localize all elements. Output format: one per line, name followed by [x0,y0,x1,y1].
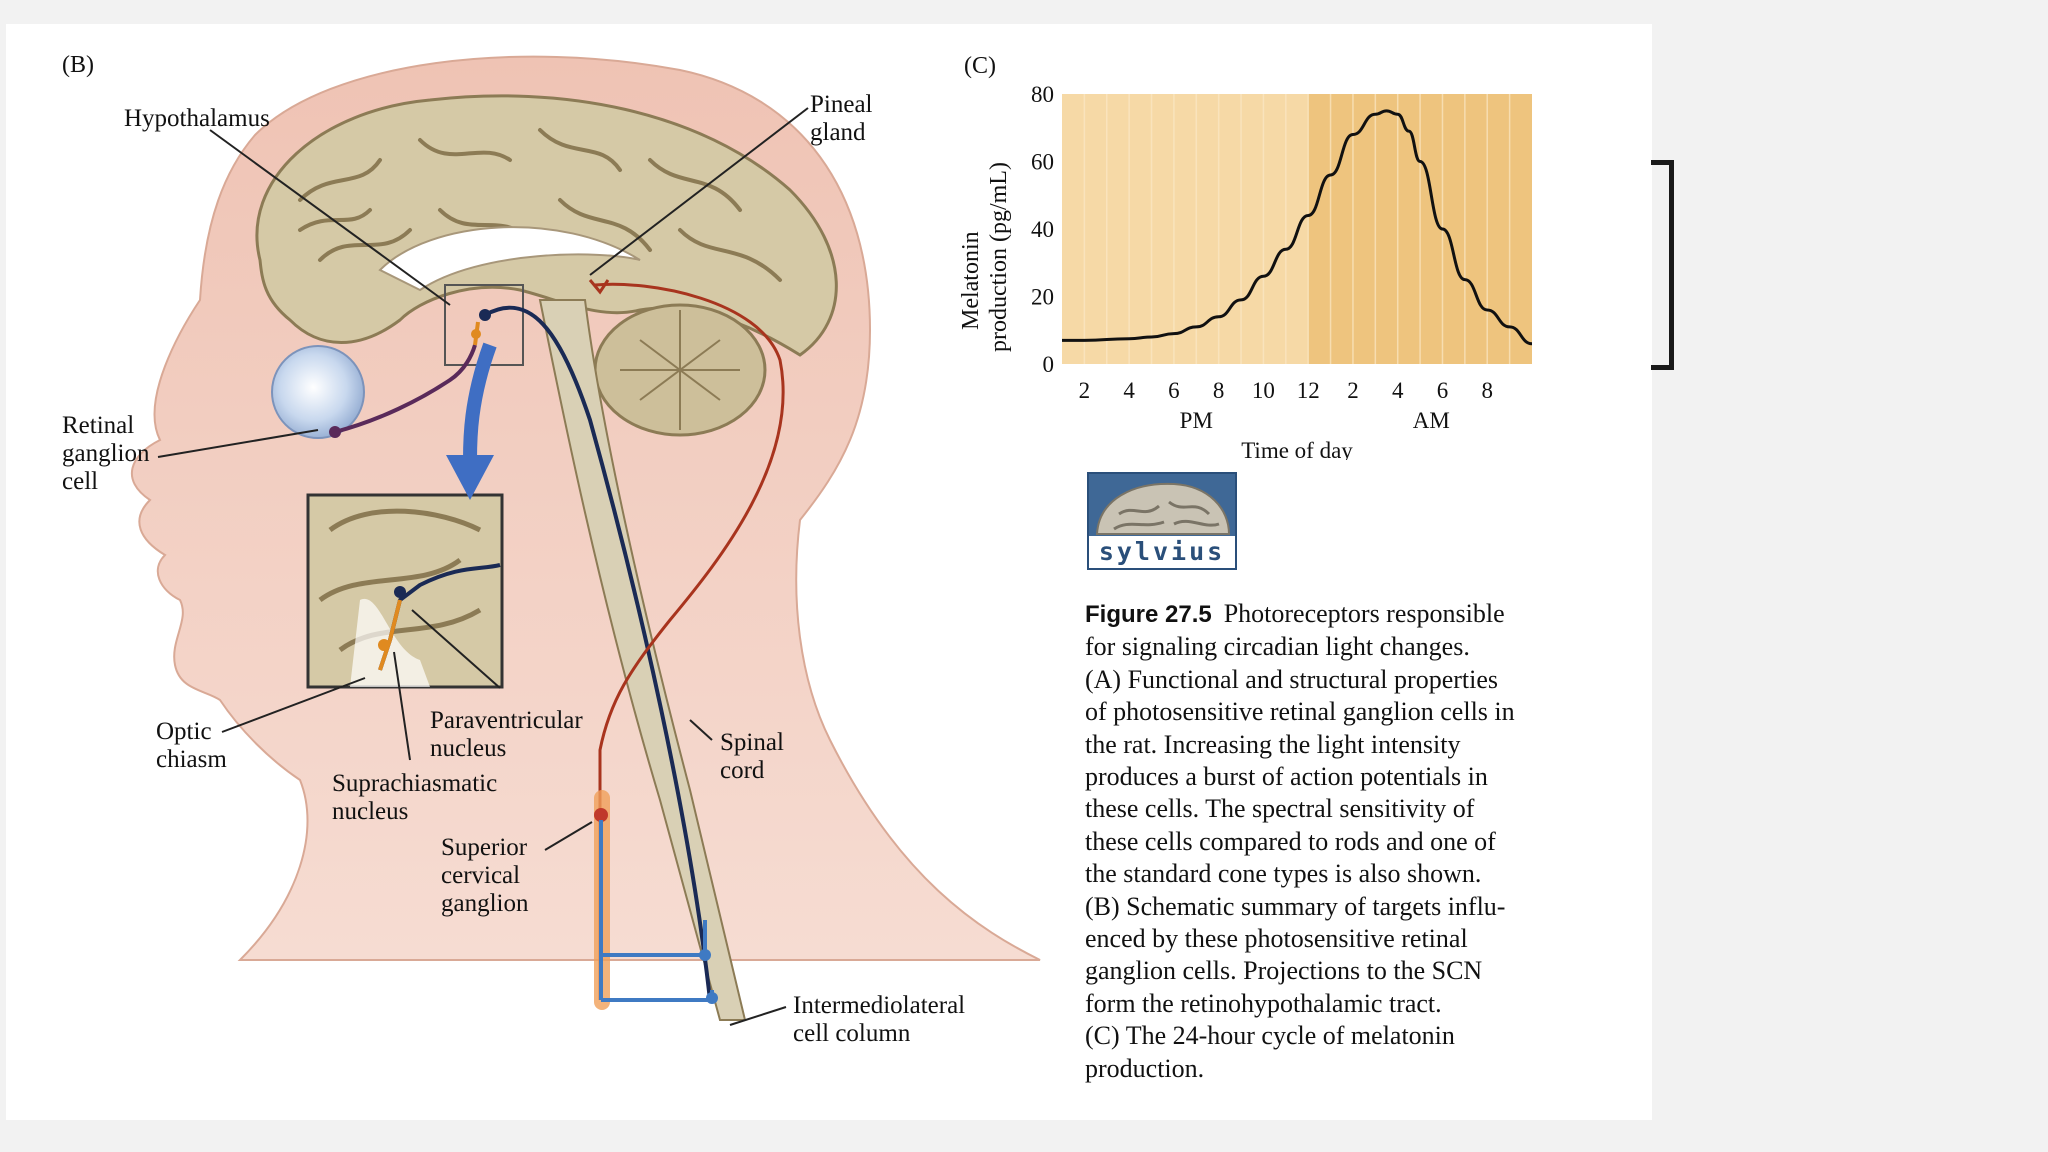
x-tick-label: 2 [1079,378,1091,403]
caption-line: (A) Functional and structural properties [1085,664,1498,694]
zoom-arrow [463,342,497,461]
figure-number: Figure 27.5 [1085,601,1212,628]
caption-line: ganglion cells. Projections to the SCN [1085,956,1483,986]
logo-brain-icon [1095,482,1231,535]
label-intermedio-1: Intermediolateral [793,992,966,1019]
x-tick-label: 12 [1297,378,1320,403]
label-suprachiasmatic-2: nucleus [332,798,409,825]
chart-ylabel-line2: production (pg/mL) [986,162,1012,352]
period-label: PM [1180,408,1213,433]
caption-line: the standard cone types is also shown. [1085,859,1482,889]
x-tick-label: 6 [1168,378,1180,403]
label-intermedio-2: cell column [793,1020,911,1047]
y-tick-label: 80 [1031,82,1054,107]
caption-line: these cells compared to rods and one of [1085,826,1496,856]
melatonin-line [1062,109,1533,346]
label-optic-2: chiasm [156,746,227,773]
x-tick-label: 8 [1481,378,1493,403]
x-tick-label: 4 [1123,378,1135,403]
brain-folds [298,128,782,282]
caption-line: these cells. The spectral sensitivity of [1085,794,1475,824]
logo-text: sylvius [1098,537,1226,566]
x-tick-label: 10 [1252,378,1275,403]
eye [271,345,365,439]
light-period-area [1062,94,1309,364]
anatomy-diagram [130,55,1041,1026]
label-hypothalamus: Hypothalamus [124,105,270,132]
y-tick-label: 20 [1031,285,1054,310]
label-retinal-3: cell [62,468,99,495]
retinal-pathway [334,344,477,434]
label-superior-3: ganglion [441,890,529,917]
caption-line: form the retinohypothalamic tract. [1085,988,1442,1018]
x-tick-label: 8 [1213,378,1225,403]
label-paraventricular-2: nucleus [430,735,507,762]
caption-line: the rat. Increasing the light intensity [1085,729,1461,759]
label-paraventricular-1: Paraventricular [430,707,583,734]
y-tick-label: 60 [1031,150,1054,175]
right-bracket [1651,160,1674,370]
label-retinal-2: ganglion [62,440,150,467]
label-spinal-1: Spinal [720,729,784,756]
label-superior-2: cervical [441,862,521,889]
caption-line: produces a burst of action potentials in [1085,762,1488,792]
label-optic-1: Optic [156,718,212,745]
caption-line: (B) Schematic summary of targets influ- [1085,891,1506,921]
descending-pathway [484,305,712,1001]
caption-line: enced by these photosensitive retinal [1085,924,1468,954]
label-retinal-1: Retinal [62,412,135,439]
x-axis-title: Time of day [1241,438,1353,460]
y-tick-label: 40 [1031,217,1054,242]
label-superior-1: Superior [441,834,528,861]
y-tick-label: 0 [1043,352,1055,377]
period-label: AM [1413,408,1450,433]
leader-lines [157,107,809,1026]
label-pineal-2: gland [810,119,866,146]
caption-line: (C) The 24-hour cycle of melatonin [1085,1021,1455,1051]
caption-line: for signaling circadian light changes. [1085,632,1470,662]
label-pineal-1: Pineal [810,91,873,118]
sympathetic-pathway [594,282,785,1000]
x-tick-label: 2 [1347,378,1359,403]
caption-line: of photosensitive retinal ganglion cells… [1085,697,1515,727]
corpus-callosum [378,226,641,292]
chart-ylabel-line1: Melatonin [958,231,984,330]
panel-b-label: (B) [62,52,94,78]
panel-c-label: (C) [964,53,996,79]
label-spinal-2: cord [720,757,765,784]
sylvius-logo: sylvius [1087,472,1237,570]
caption-line: production. [1085,1053,1205,1083]
label-suprachiasmatic-1: Suprachiasmatic [332,770,498,797]
x-tick-label: 4 [1392,378,1404,403]
x-tick-label: 6 [1437,378,1449,403]
